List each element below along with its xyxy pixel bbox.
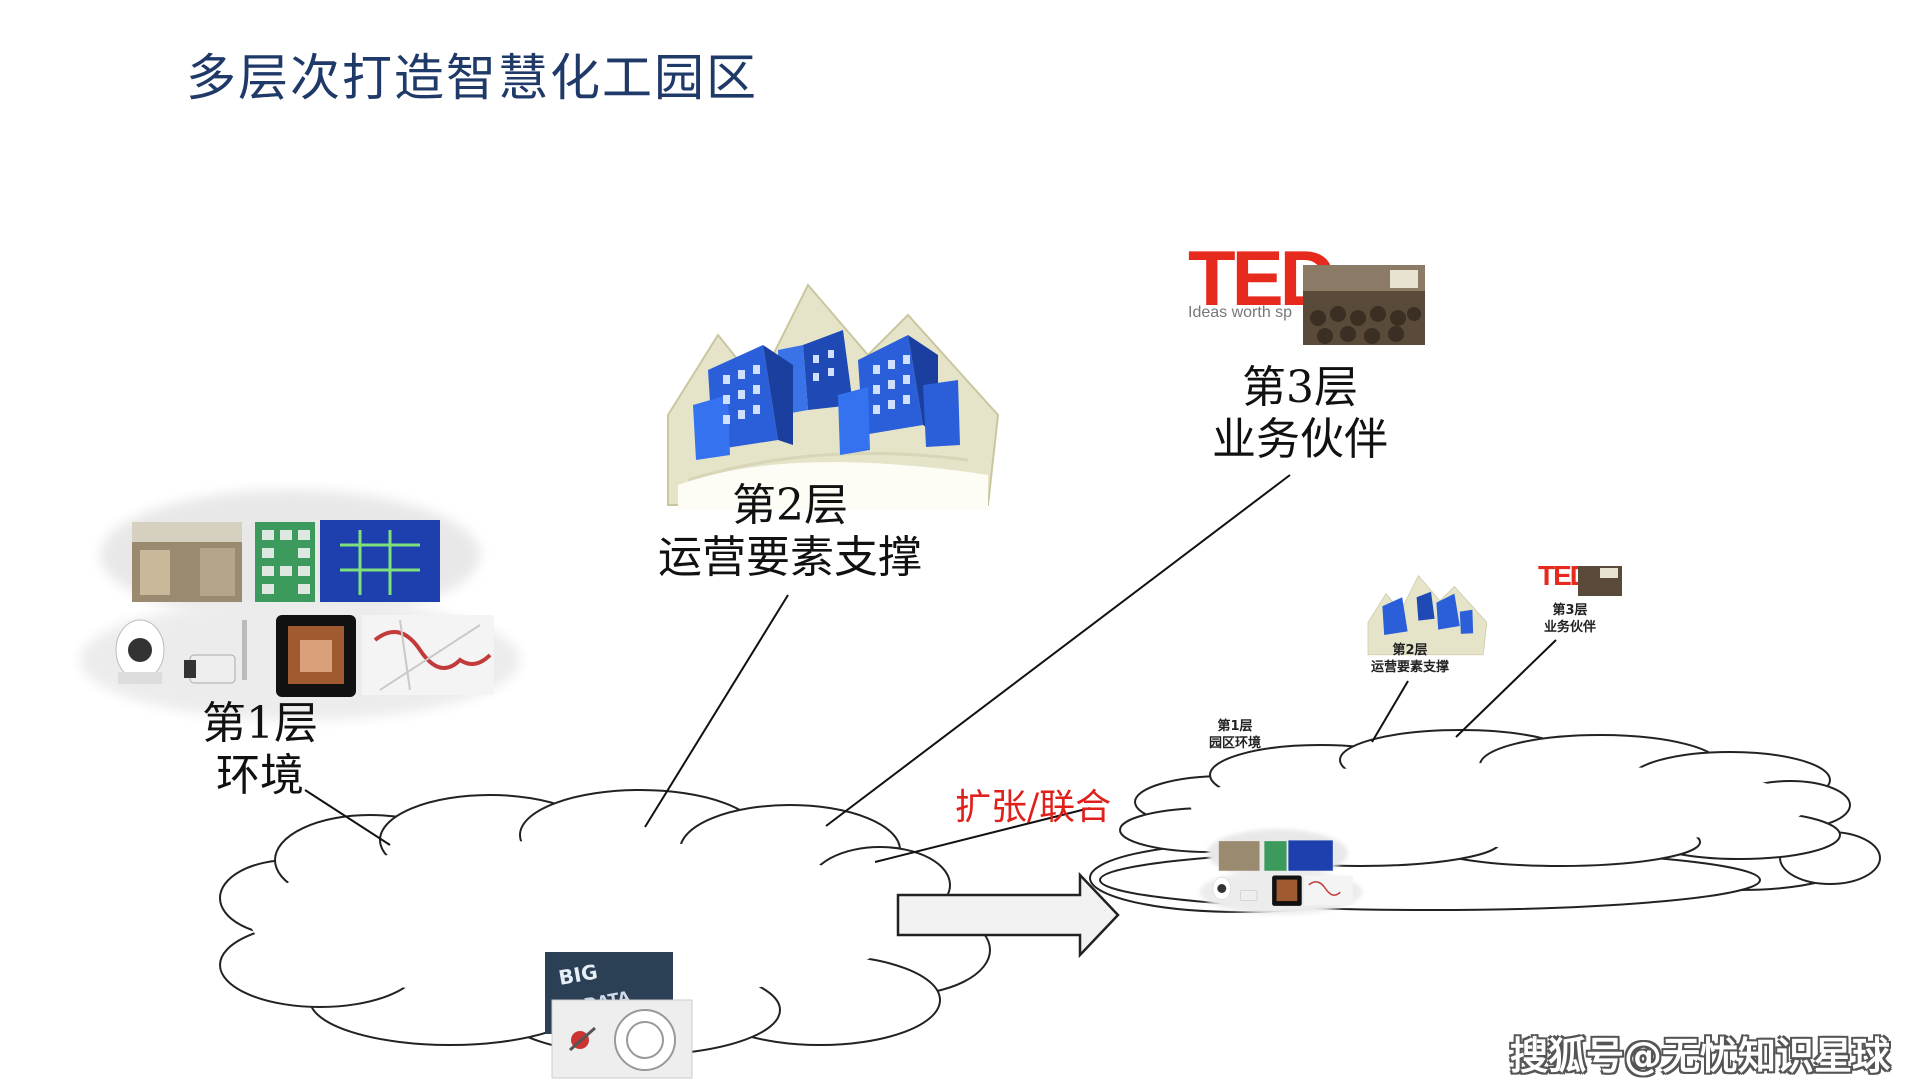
environment-collage xyxy=(80,490,520,720)
small-layer2-label: 第2层 运营要素支撑 xyxy=(1355,642,1465,676)
small-layer3-label: 第3层 业务伙伴 xyxy=(1525,602,1615,636)
small-layer1-label: 第1层 园区环境 xyxy=(1190,718,1280,752)
arrow-right-icon xyxy=(896,871,1120,959)
camera-icon xyxy=(115,619,165,684)
layer1-line1: 第1层 xyxy=(202,698,318,749)
layer2-label: 第2层 运营要素支撑 xyxy=(640,480,940,584)
watermark: 搜狐号@无忧知识星球 xyxy=(1510,1034,1891,1078)
connector-lines xyxy=(304,474,1557,863)
layer3-line1: 第3层 xyxy=(1242,362,1358,413)
layer2-line2: 运营要素支撑 xyxy=(658,532,922,583)
small-layer2-line2: 运营要素支撑 xyxy=(1370,660,1449,675)
small-layer3-line1: 第3层 xyxy=(1552,603,1588,618)
layer3-line2: 业务伙伴 xyxy=(1212,414,1388,465)
small-buildings-icon xyxy=(1367,574,1488,656)
small-layer2-line1: 第2层 xyxy=(1392,643,1428,658)
small-ted-logo-icon: TED xyxy=(1538,560,1622,596)
small-layer1-line1: 第1层 xyxy=(1217,719,1253,734)
layer1-line2: 环境 xyxy=(216,750,304,801)
layer3-label: 第3层 业务伙伴 xyxy=(1180,362,1420,466)
layer2-line1: 第2层 xyxy=(732,480,848,531)
expansion-label: 扩张/联合 xyxy=(955,787,1112,828)
big-data-icon: BIG DATA xyxy=(545,952,693,1079)
small-environment-collage xyxy=(1199,829,1363,915)
buildings-icon xyxy=(667,283,1000,510)
small-layer1-line2: 园区环境 xyxy=(1208,736,1261,751)
camera-icon xyxy=(184,620,247,684)
small-layer3-line2: 业务伙伴 xyxy=(1543,620,1596,635)
page-title: 多层次打造智慧化工园区 xyxy=(186,49,758,107)
layer1-label: 第1层 环境 xyxy=(170,698,350,802)
ted-logo-icon: TED xyxy=(1188,234,1425,345)
ted-tagline: Ideas worth sp xyxy=(1188,304,1293,321)
